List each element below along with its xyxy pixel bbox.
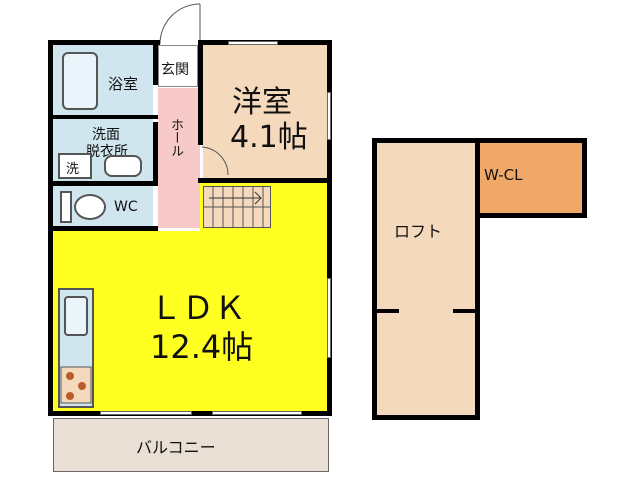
toilet-tank-icon (60, 191, 72, 223)
ldk-window-bottom-left (100, 411, 192, 415)
washer-label: 洗 (66, 162, 80, 177)
wall-western-bottom (198, 178, 327, 183)
loft-plan: ロフト W-CL (372, 138, 592, 422)
bath-label: 浴室 (108, 75, 139, 93)
wall-wet-right (153, 45, 158, 85)
wall-wet-right-lower (153, 122, 158, 182)
entrance (158, 45, 198, 87)
stove-icon (60, 366, 92, 404)
western-door-swing (201, 146, 229, 176)
toilet-bowl-icon (74, 194, 106, 220)
wall-bath-wash (53, 115, 158, 119)
balcony-label: バルコニー (136, 438, 216, 457)
loft-label: ロフト (394, 222, 443, 241)
loft-wall-top (372, 138, 480, 143)
wcl-closet (475, 138, 587, 218)
outer-wall-top-left (48, 40, 160, 45)
loft-wall-left (372, 138, 377, 420)
loft-wall-right (475, 138, 480, 420)
wall-western-left (198, 45, 203, 145)
outer-wall-right (327, 40, 332, 416)
entrance-label: 玄関 (161, 62, 189, 78)
ldk-window-right (327, 278, 331, 358)
wcl-label: W-CL (484, 166, 523, 184)
loft-wall-bottom (372, 415, 480, 420)
ldk-size-label: 12.4帖 (150, 328, 254, 366)
bathtub-icon (62, 52, 98, 110)
wall-wc-ldk (53, 226, 158, 231)
hall (158, 88, 200, 228)
western-room (203, 45, 327, 178)
western-window-top (228, 41, 278, 45)
kitchen-sink-icon (64, 296, 88, 336)
loft-partition-right (453, 309, 475, 313)
western-window-right (327, 92, 331, 140)
washroom-label-line1: 洗面 (92, 127, 120, 143)
western-size-label: 4.1帖 (230, 120, 308, 155)
ldk-window-bottom-right (212, 411, 302, 415)
loft-partition-left (377, 309, 399, 313)
balcony (53, 418, 329, 472)
loft-room (377, 143, 475, 415)
entrance-door-swing (159, 3, 201, 45)
wc-label: WC (114, 199, 138, 215)
western-label: 洋室 (232, 85, 292, 120)
ldk-room (53, 231, 327, 411)
wall-wash-wc (53, 181, 158, 186)
hall-label: ホール (168, 118, 183, 157)
washer-box (58, 153, 92, 179)
sink-icon (104, 155, 142, 177)
ldk-label: ＬＤＫ (150, 289, 247, 327)
outer-wall-left (48, 40, 53, 416)
stairs-icon (203, 186, 271, 228)
